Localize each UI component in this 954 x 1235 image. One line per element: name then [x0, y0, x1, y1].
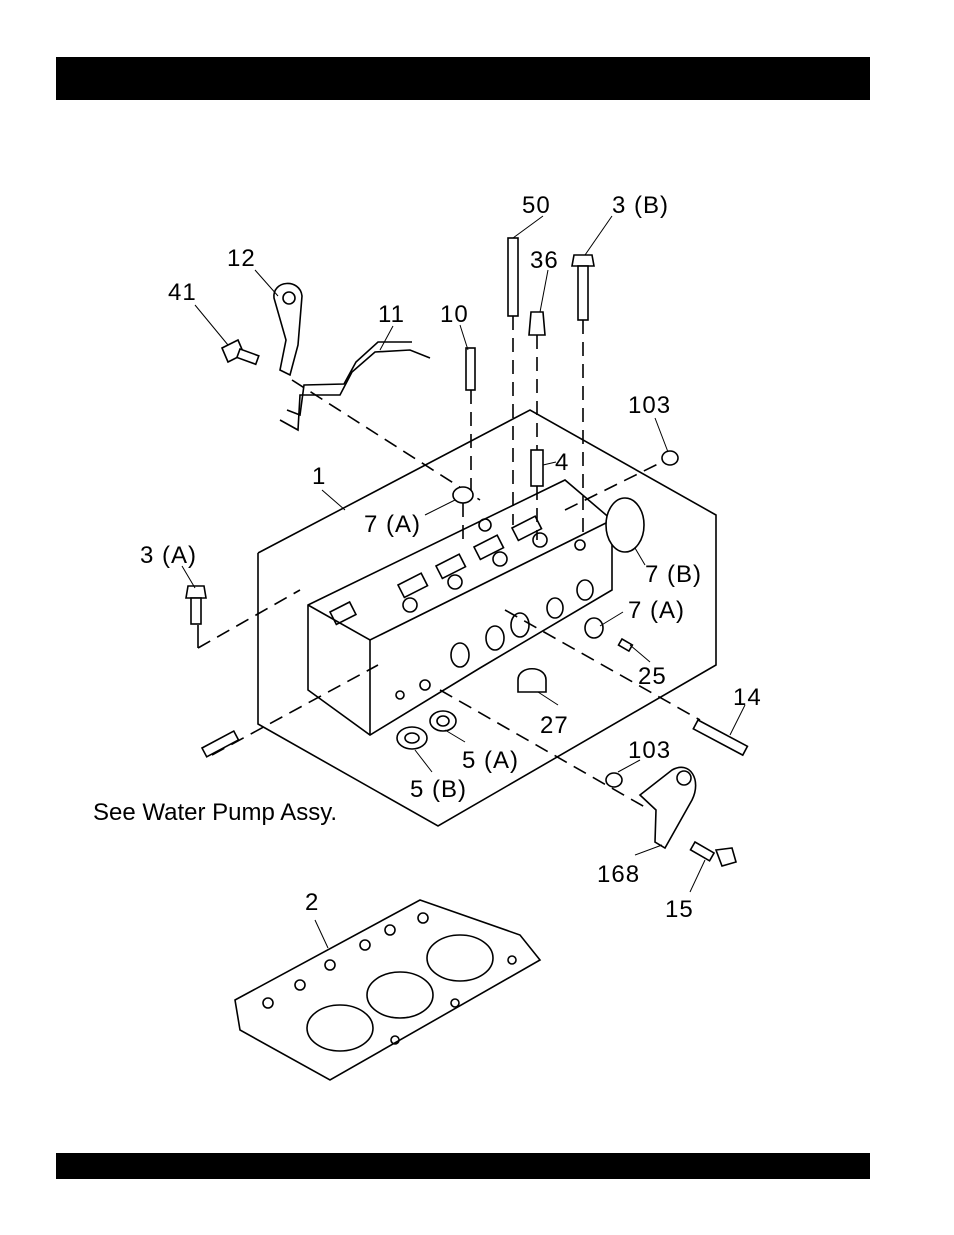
- label-4: 4: [555, 449, 569, 476]
- label-103-top: 103: [628, 392, 671, 419]
- label-36: 36: [530, 247, 559, 274]
- stud-14: [693, 720, 747, 755]
- bracket-12: [274, 283, 302, 375]
- stud-50: [508, 238, 518, 525]
- label-11: 11: [378, 301, 405, 328]
- label-1: 1: [312, 463, 326, 490]
- label-5a: 5 (A): [462, 747, 519, 774]
- label-5b: 5 (B): [410, 776, 467, 803]
- label-103-bottom: 103: [628, 737, 671, 764]
- label-10: 10: [440, 301, 469, 328]
- bolt-3a: [186, 586, 206, 624]
- seal-5b: [397, 727, 427, 749]
- plug-103-bottom: [606, 773, 622, 787]
- label-25: 25: [638, 663, 667, 690]
- plug-27: [518, 669, 546, 692]
- label-7a-top: 7 (A): [364, 511, 421, 538]
- label-27: 27: [540, 712, 569, 739]
- label-168: 168: [597, 861, 640, 888]
- cylinder-head: [308, 480, 612, 735]
- label-3a: 3 (A): [140, 542, 197, 569]
- bracket-168: [640, 767, 696, 848]
- plug-7b: [606, 498, 644, 552]
- cup-7a-right: [585, 618, 603, 638]
- label-2: 2: [305, 889, 319, 916]
- sensor-10: [466, 348, 475, 500]
- head-gasket-2: [235, 900, 540, 1080]
- label-7a-right: 7 (A): [628, 597, 685, 624]
- seal-5a: [430, 711, 456, 731]
- plug-36: [529, 312, 545, 455]
- plug-103-top: [662, 451, 678, 465]
- label-14: 14: [733, 684, 762, 711]
- label-15: 15: [665, 896, 694, 923]
- label-41: 41: [168, 279, 197, 306]
- water-pump-note: See Water Pump Assy.: [93, 799, 337, 826]
- label-50: 50: [522, 192, 551, 219]
- bolt-15: [691, 842, 737, 866]
- label-7b: 7 (B): [645, 561, 702, 588]
- label-3b: 3 (B): [612, 192, 669, 219]
- label-12: 12: [227, 245, 256, 272]
